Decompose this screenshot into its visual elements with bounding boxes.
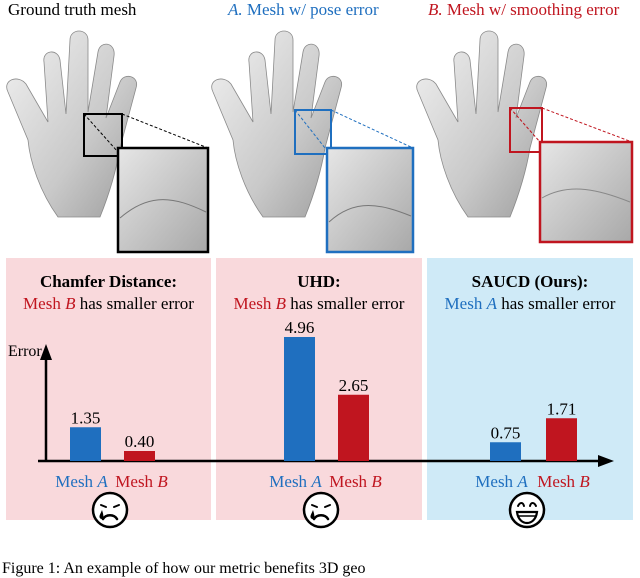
hand-mesh-a [211,30,415,254]
y-axis-label: Error [8,343,42,360]
mesh-title-text: Mesh w/ smoothing error [442,0,620,19]
subtitle-mesh-word: Mesh [444,294,483,313]
subtitle-phrase: has smaller error [285,294,405,313]
bar-mesh-b [546,418,577,461]
crying-face-icon [302,491,340,529]
grinning-face-icon [508,491,546,529]
data-label: 1.35 [71,408,101,427]
bar-mesh-b [124,451,155,461]
subtitle-mesh-word: Mesh [233,294,272,313]
figure-caption: Figure 1: An example of how our metric b… [2,560,366,577]
subtitle-mesh-word: Mesh [23,294,61,313]
category-label-mesh-b: Mesh B [329,472,382,491]
hand-ground-truth [6,30,210,254]
subtitle-mesh-letter: B [275,294,286,313]
zoom-box-mesh-b [509,107,543,153]
panel-uhd: UHD: Mesh B has smaller error [216,258,422,520]
panel-title: SAUCD (Ours): [471,272,589,291]
mesh-title-prefix: B. [428,0,443,19]
hand-mesh-b [416,30,634,244]
mesh-title-text: Ground truth mesh [8,0,137,19]
panel-title: Chamfer Distance: [39,272,178,291]
data-label: 0.75 [491,423,521,442]
bar-mesh-a [70,427,101,461]
data-label: 0.40 [125,432,155,451]
panel-subtitle: Mesh B has smaller error [6,294,211,314]
data-label: 2.65 [339,376,369,395]
zoom-inset-mesh-a [325,146,415,254]
category-label-mesh-a: Mesh A [269,472,322,491]
mesh-title-b: B. Mesh w/ smoothing error [428,0,619,20]
subtitle-phrase: has smaller error [496,294,616,313]
category-label-mesh-a: Mesh A [475,472,528,491]
category-label-mesh-a: Mesh A [55,472,108,491]
panel-saucd: SAUCD (Ours): Mesh A has smaller error [427,258,633,520]
category-label-mesh-b: Mesh B [115,472,168,491]
bar-mesh-a [490,442,521,461]
mesh-title-ground-truth: Ground truth mesh [8,0,136,20]
panel-subtitle: Mesh A has smaller error [427,294,633,314]
crying-face-icon [91,491,129,529]
mesh-title-a: A. Mesh w/ pose error [228,0,379,20]
zoom-box-mesh-a [294,109,332,155]
hand-mesh-images [6,30,634,254]
data-label: 1.71 [547,399,577,418]
y-axis-arrow [40,344,52,360]
panel-chamfer-distance: Chamfer Distance: Mesh B has smaller err… [6,258,211,520]
bar-mesh-a [284,337,315,461]
x-axis-arrow [598,455,614,467]
panel-subtitle: Mesh B has smaller error [216,294,422,314]
zoom-box-ground-truth [83,113,123,157]
data-label: 4.96 [285,318,315,337]
bar-mesh-b [338,394,369,461]
panel-title: UHD: [297,272,341,291]
mesh-title-prefix: A. [228,0,243,19]
mesh-title-text: Mesh w/ pose error [242,0,379,19]
category-label-mesh-b: Mesh B [537,472,590,491]
subtitle-phrase: has smaller error [75,294,194,313]
subtitle-mesh-letter: A [486,294,497,313]
subtitle-mesh-letter: B [65,294,76,313]
